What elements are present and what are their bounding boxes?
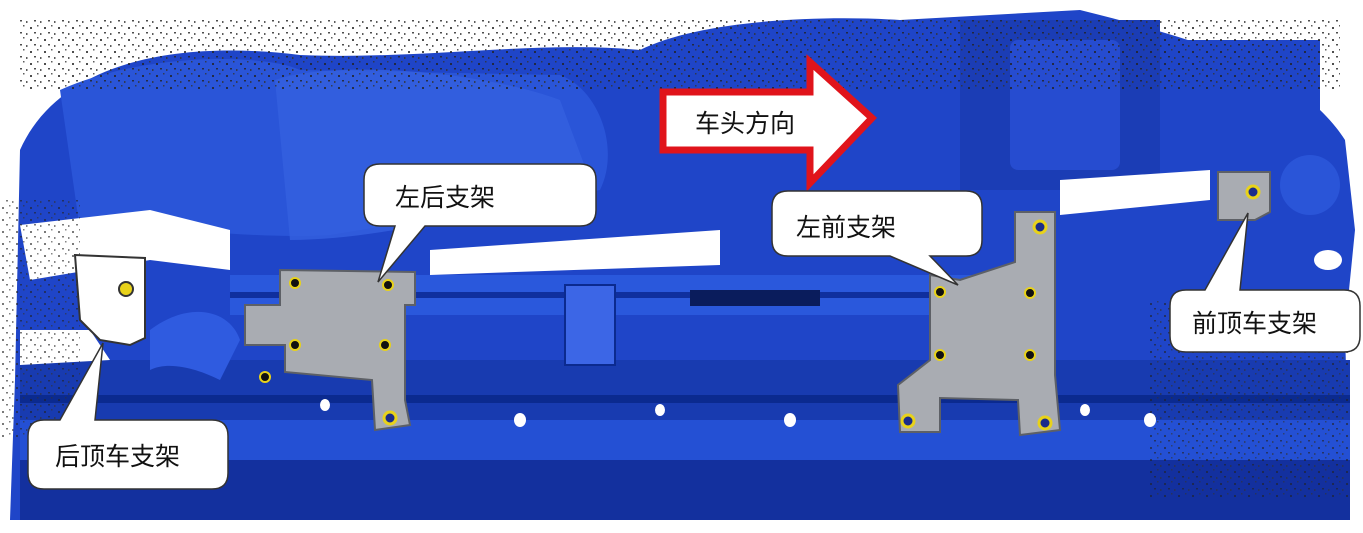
underbody-scan (0, 10, 1355, 520)
callout-front-roof: 前顶车支架 (1169, 212, 1361, 353)
bolt-icon (118, 281, 134, 297)
bolt-icon (1024, 287, 1036, 299)
middle-bracket (564, 284, 616, 366)
bolt-icon (382, 279, 394, 291)
bolt-icon (934, 286, 946, 298)
bolt-icon (1245, 184, 1261, 200)
bolt-icon (1024, 349, 1036, 361)
callout-rear-roof: 后顶车支架 (27, 342, 229, 490)
callout-left-rear: 左后支架 (363, 163, 597, 283)
bolt-icon (289, 277, 301, 289)
direction-arrow-label: 车头方向 (695, 109, 795, 138)
callout-label: 前顶车支架 (1192, 309, 1317, 338)
bolt-icon (289, 339, 301, 351)
bolt-icon (1037, 415, 1053, 431)
callout-left-front: 左前支架 (771, 190, 983, 286)
callout-label: 左前支架 (796, 213, 896, 242)
bolt-icon (1032, 219, 1048, 235)
bolt-icon (934, 349, 946, 361)
bolt-icon (382, 410, 398, 426)
rear-roof-bracket (73, 253, 146, 347)
bolt-icon (900, 413, 916, 429)
callout-label: 左后支架 (395, 183, 495, 212)
bolt-icon (259, 371, 271, 383)
left-rear-bracket (244, 268, 416, 432)
front-roof-bracket (1217, 171, 1271, 221)
callout-label: 后顶车支架 (55, 442, 180, 471)
bolt-icon (379, 339, 391, 351)
direction-arrow: 车头方向 (659, 54, 878, 192)
